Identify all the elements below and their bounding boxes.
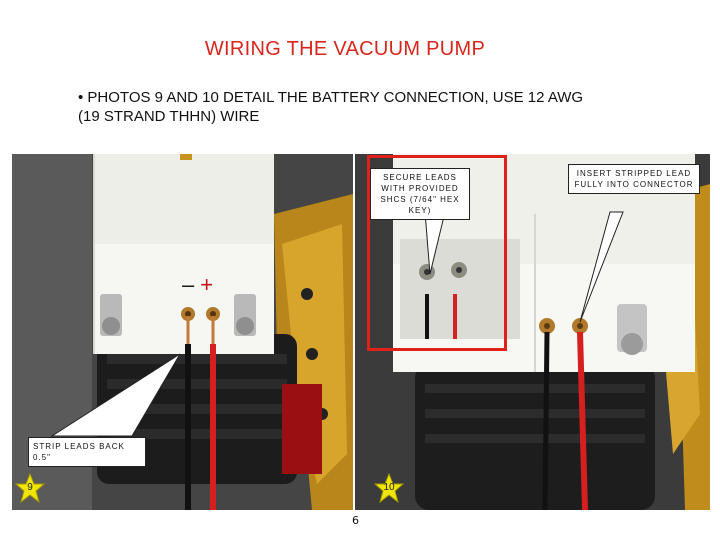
- highlight-box: [367, 155, 507, 351]
- callout-strip-leads: STRIP LEADS BACK 0.5": [28, 437, 146, 467]
- callout-secure-leads: SECURE LEADS WITH PROVIDED SHCS (7/64" H…: [370, 168, 470, 220]
- star-icon: [373, 472, 405, 504]
- photo-10-badge: 10: [373, 472, 405, 504]
- callout-insert-lead: INSERT STRIPPED LEAD FULLY INTO CONNECTO…: [568, 164, 700, 194]
- polarity-labels: –+: [182, 272, 219, 298]
- page-number: 6: [352, 514, 359, 527]
- photo-9-number: 9: [27, 482, 33, 493]
- star-icon: [14, 472, 46, 504]
- photo-10-number: 10: [383, 482, 395, 493]
- photo-9: [12, 154, 353, 510]
- bullet-text: • PHOTOS 9 AND 10 DETAIL THE BATTERY CON…: [78, 89, 584, 125]
- polarity-plus: +: [200, 272, 220, 297]
- photo-9-badge: 9: [14, 472, 46, 504]
- slide-title: WIRING THE VACUUM PUMP: [204, 38, 486, 60]
- polarity-minus: –: [182, 272, 201, 297]
- photo-9-illustration: [12, 154, 353, 510]
